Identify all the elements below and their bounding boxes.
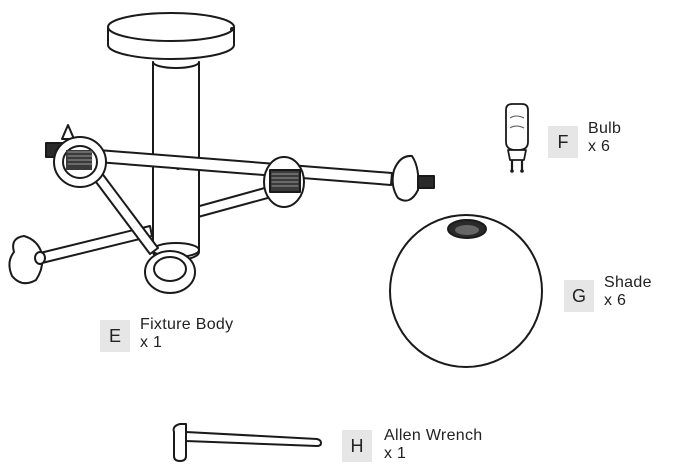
part-qty-fixture-body: x 1 — [140, 334, 163, 351]
part-caption-allen-wrench: Allen Wrench x 1 — [384, 427, 482, 463]
part-qty-shade: x 6 — [604, 292, 627, 309]
part-letter-badge-allen-wrench: H — [342, 430, 372, 462]
part-name-bulb: Bulb — [588, 120, 622, 137]
holder-right-cup — [391, 154, 435, 202]
part-letter-badge-fixture-body: E — [100, 320, 130, 352]
part-letter-badge-bulb: F — [548, 126, 578, 158]
canopy — [107, 12, 235, 60]
holder-top-left — [45, 124, 107, 188]
holder-left-cup — [8, 235, 46, 285]
part-caption-bulb: Bulb x 6 — [588, 120, 621, 156]
holder-bottom — [144, 250, 196, 294]
part-letter-badge-shade: G — [564, 280, 594, 312]
part-name-shade: Shade — [604, 274, 652, 291]
holder-middle-right — [263, 156, 305, 208]
part-qty-bulb: x 6 — [588, 138, 611, 155]
part-caption-shade: Shade x 6 — [604, 274, 652, 310]
part-qty-allen-wrench: x 1 — [384, 445, 407, 462]
part-name-allen-wrench: Allen Wrench — [384, 427, 483, 444]
part-caption-fixture-body: Fixture Body x 1 — [140, 316, 233, 352]
part-name-fixture-body: Fixture Body — [140, 316, 234, 333]
